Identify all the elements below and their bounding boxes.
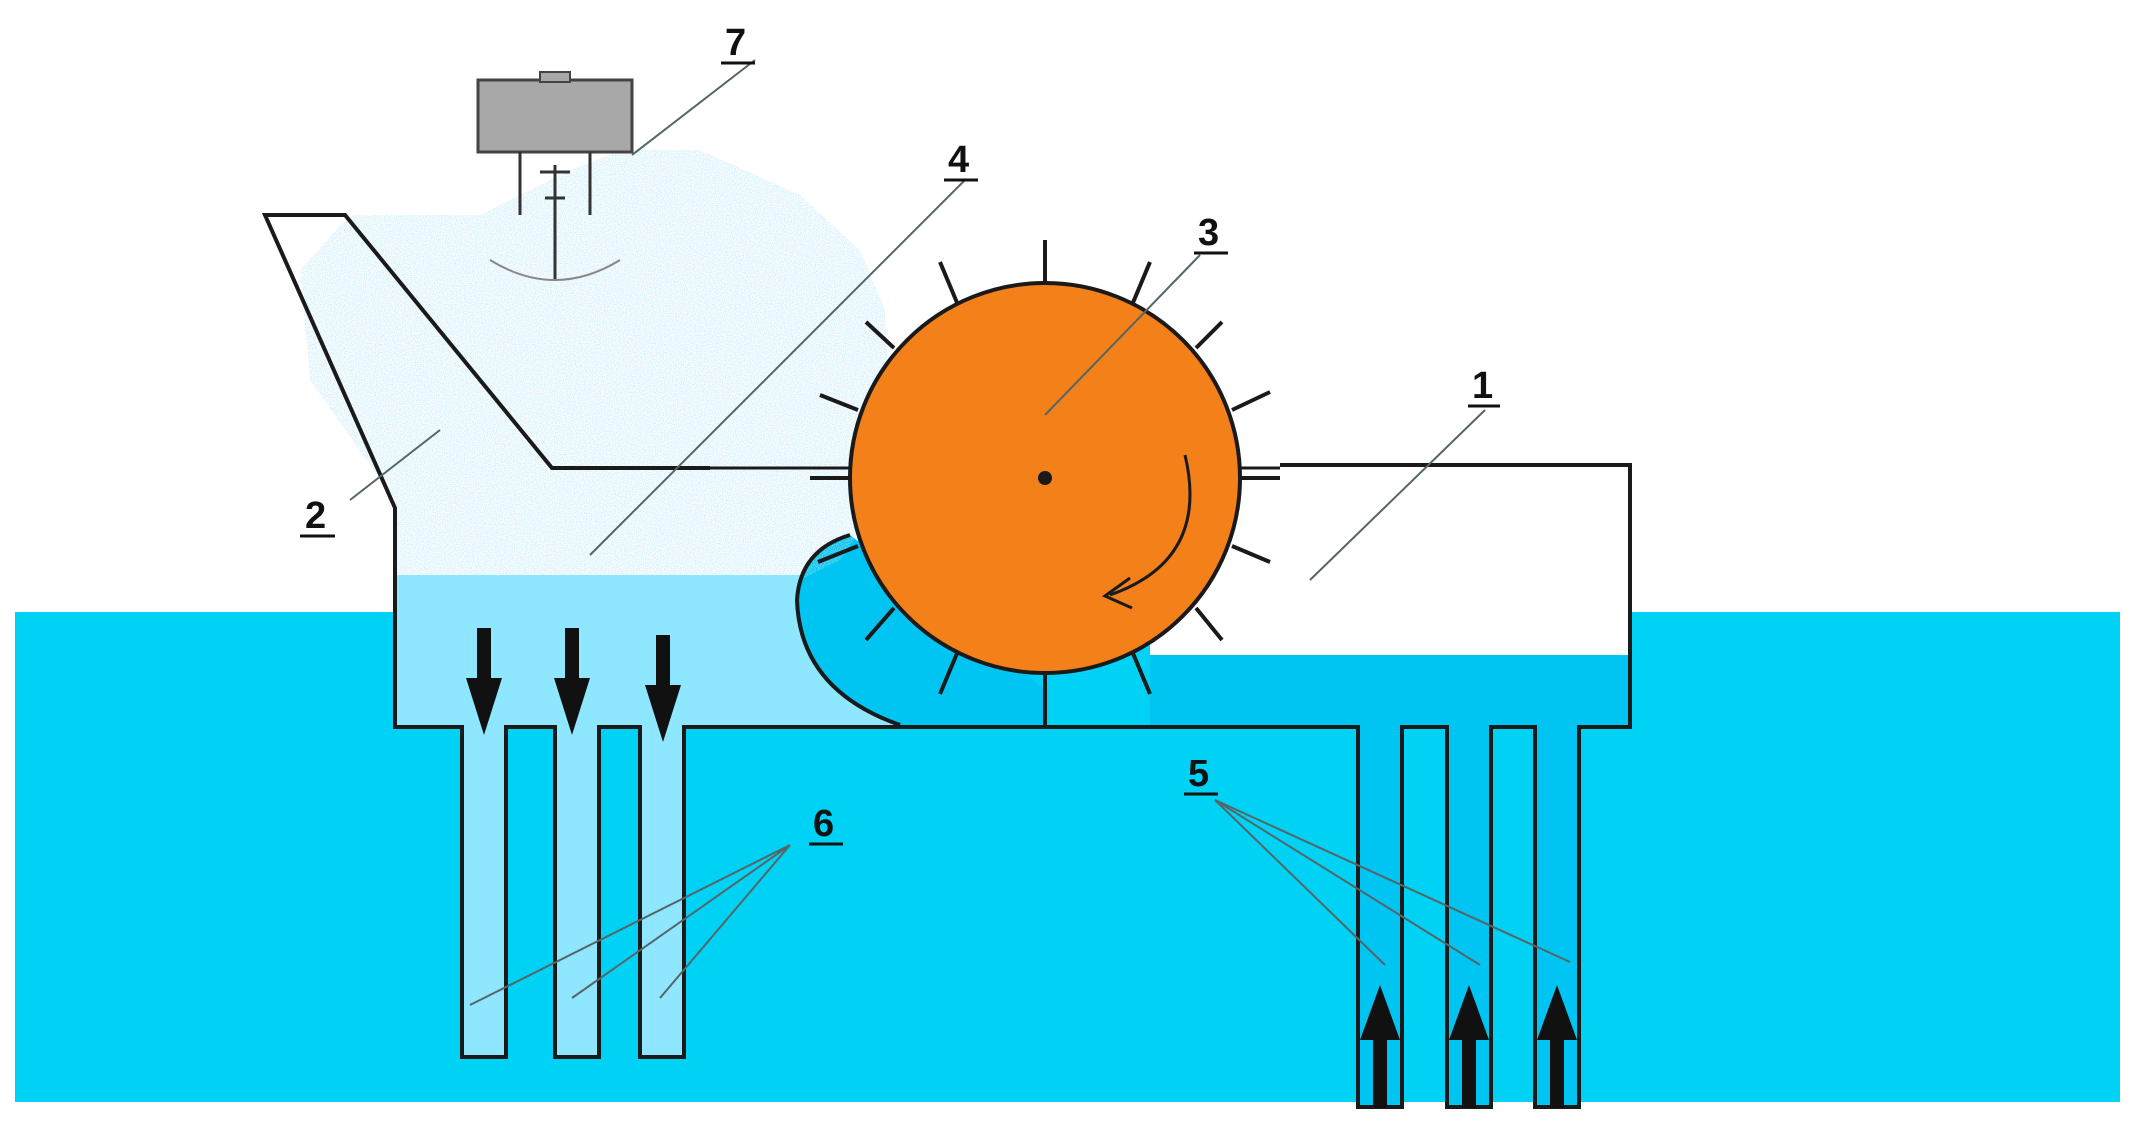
svg-text:5: 5	[1188, 753, 1209, 795]
leader-lines	[349, 59, 1571, 1006]
right-chamber-water	[1150, 655, 1630, 727]
arrow-up-icon	[1360, 985, 1577, 1108]
svg-text:2: 2	[305, 495, 326, 537]
wheel-axle	[1038, 471, 1052, 485]
callout-7: 7	[721, 22, 755, 65]
arrow-down-icon	[466, 628, 681, 742]
callout-2: 2	[300, 495, 335, 538]
svg-text:6: 6	[813, 803, 834, 845]
outlet-pipes-6	[460, 722, 686, 1059]
baffle-curve	[794, 533, 901, 727]
agitator-motor	[476, 71, 634, 281]
water-body	[15, 612, 2120, 1102]
callout-1: 1	[1468, 365, 1500, 408]
tank-outline	[393, 463, 1632, 729]
svg-text:7: 7	[725, 22, 746, 64]
callout-6: 6	[809, 803, 843, 846]
callout-3: 3	[1194, 212, 1228, 255]
callout-5: 5	[1184, 753, 1218, 796]
svg-text:3: 3	[1198, 212, 1219, 254]
foam-cloud	[300, 150, 890, 580]
callout-4: 4	[944, 139, 978, 182]
paddle-wheel	[810, 240, 1280, 727]
svg-text:4: 4	[948, 139, 969, 181]
svg-text:1: 1	[1472, 365, 1493, 407]
rotation-arrow-icon	[1102, 454, 1192, 610]
